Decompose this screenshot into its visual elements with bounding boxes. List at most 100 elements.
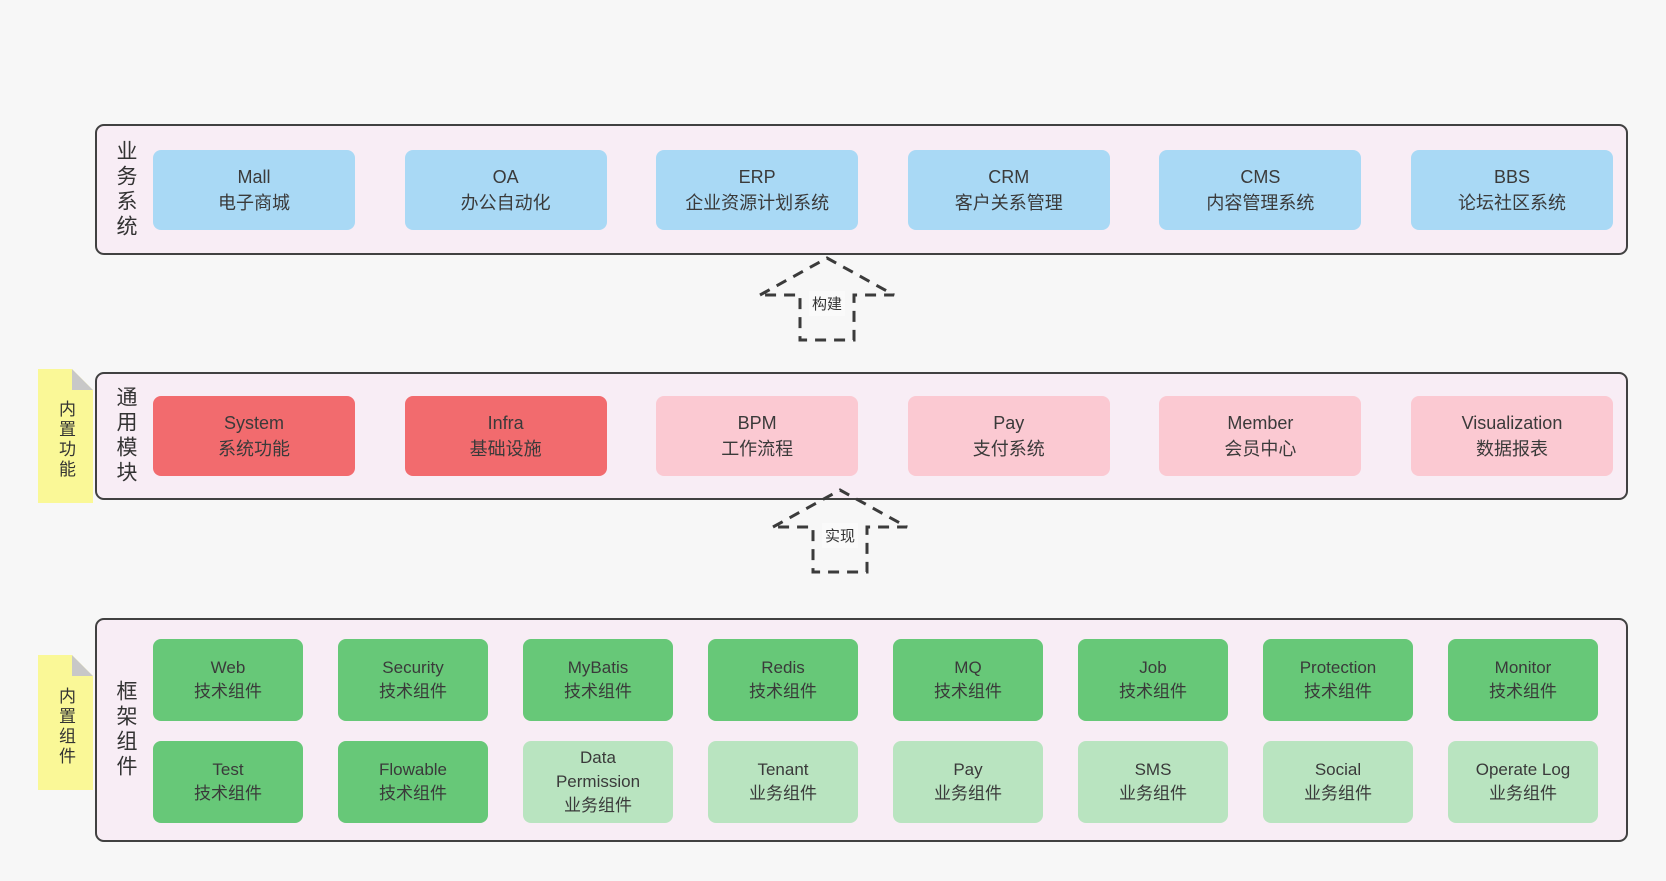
layer-business-systems: 业务系统 Mall 电子商城 OA 办公自动化 ERP 企业资源计划系统 CRM 客户关系管理… — [95, 124, 1628, 255]
layer-label-text: 框架组件 — [114, 680, 137, 780]
up-arrow-icon — [759, 256, 895, 342]
box-cms: CMS 内容管理系统 — [1159, 149, 1362, 230]
box-title: Mall — [237, 166, 271, 187]
box-title: OA — [492, 166, 519, 187]
box-title: Protection — [1299, 658, 1377, 677]
box-title: Monitor — [1494, 658, 1552, 677]
box-title: BBS — [1493, 166, 1530, 187]
box-subtitle: 企业资源计划系统 — [685, 192, 830, 213]
box-title: MQ — [954, 658, 982, 677]
box-mybatis: MyBatis 技术组件 — [523, 639, 673, 721]
note-fold-corner — [72, 369, 93, 390]
box-subtitle: 数据报表 — [1475, 439, 1548, 459]
box-title: Member — [1227, 413, 1294, 433]
box-subtitle: 工作流程 — [721, 439, 794, 459]
business-boxes: Mall 电子商城 OA 办公自动化 ERP 企业资源计划系统 CRM 客户关系管理 CMS 内容… — [153, 126, 1626, 253]
box-title: ERP — [738, 166, 776, 187]
arrow-build-label: 构建 — [808, 291, 846, 316]
box-title: CMS — [1240, 166, 1281, 187]
box-mall: Mall 电子商城 — [153, 149, 355, 230]
box-title: Operate Log — [1475, 760, 1571, 779]
box-subtitle: 业务组件 — [749, 784, 817, 803]
box-subtitle: 技术组件 — [194, 784, 262, 803]
box-title: Infra — [487, 413, 524, 433]
box-subtitle: 客户关系管理 — [954, 192, 1063, 213]
box-title: Pay — [993, 413, 1025, 433]
note-text: 内置组件 — [56, 686, 75, 767]
box-mq: MQ 技术组件 — [893, 639, 1043, 721]
layer-label-text: 通用模块 — [114, 386, 137, 486]
box-subtitle: 业务组件 — [1304, 784, 1372, 803]
box-title: Job — [1139, 658, 1167, 677]
box-member: Member 会员中心 — [1159, 396, 1362, 476]
layer-components-label: 框架组件 — [97, 620, 153, 840]
box-title: Pay — [953, 760, 983, 779]
modules-boxes: System 系统功能 Infra 基础设施 BPM 工作流程 Pay 支付系统 Member 会… — [153, 374, 1626, 498]
box-pay: Pay 支付系统 — [907, 396, 1110, 476]
box-oa: OA 办公自动化 — [404, 149, 607, 230]
box-title: MyBatis — [567, 658, 629, 677]
box-data-permission: Data Permission 业务组件 — [523, 741, 673, 823]
box-subtitle: 技术组件 — [749, 682, 817, 701]
arrow-implement: 实现 — [770, 487, 910, 575]
box-subtitle: 技术组件 — [564, 682, 632, 701]
box-title: Redis — [761, 658, 805, 677]
layer-modules-label: 通用模块 — [97, 374, 153, 498]
box-subtitle: 内容管理系统 — [1206, 192, 1315, 213]
box-subtitle: 技术组件 — [1304, 682, 1372, 701]
box-title: BPM — [737, 413, 777, 433]
box-subtitle: 电子商城 — [218, 192, 290, 213]
box-title: Visualization — [1461, 413, 1563, 433]
box-web: Web 技术组件 — [153, 639, 303, 721]
box-bbs: BBS 论坛社区系统 — [1410, 149, 1613, 230]
arrow-build: 构建 — [757, 255, 897, 343]
box-title: System — [223, 413, 284, 433]
layer-business-label: 业务系统 — [97, 126, 153, 253]
box-title: Web — [210, 658, 246, 677]
box-subtitle: 基础设施 — [469, 439, 542, 459]
box-title: CRM — [988, 166, 1030, 187]
box-subtitle: 会员中心 — [1224, 439, 1297, 459]
box-visualization: Visualization 数据报表 — [1410, 396, 1613, 476]
box-subtitle: 技术组件 — [934, 682, 1002, 701]
box-title: Data Permission — [555, 748, 641, 791]
box-crm: CRM 客户关系管理 — [907, 149, 1110, 230]
layer-common-modules: 通用模块 System 系统功能 Infra 基础设施 BPM 工作流程 Pay 支付系统 Me… — [95, 372, 1628, 500]
box-subtitle: 技术组件 — [379, 682, 447, 701]
box-subtitle: 系统功能 — [218, 439, 290, 459]
box-subtitle: 技术组件 — [194, 682, 262, 701]
arrow-implement-label: 实现 — [821, 523, 859, 548]
box-subtitle: 办公自动化 — [460, 192, 551, 213]
box-bpm: BPM 工作流程 — [656, 396, 859, 476]
note-fold-corner — [72, 655, 93, 676]
box-redis: Redis 技术组件 — [708, 639, 858, 721]
layer-label-text: 业务系统 — [114, 139, 137, 240]
box-title: Social — [1314, 760, 1362, 779]
box-title: Security — [382, 658, 444, 677]
box-subtitle: 论坛社区系统 — [1457, 192, 1566, 213]
box-subtitle: 业务组件 — [934, 784, 1002, 803]
box-social: Social 业务组件 — [1263, 741, 1413, 823]
box-subtitle: 业务组件 — [1119, 784, 1187, 803]
box-subtitle: 技术组件 — [379, 784, 447, 803]
box-subtitle: 支付系统 — [972, 439, 1045, 459]
up-arrow-icon — [772, 488, 908, 574]
box-infra: Infra 基础设施 — [404, 396, 607, 476]
box-pay: Pay 业务组件 — [893, 741, 1043, 823]
box-flowable: Flowable 技术组件 — [338, 741, 488, 823]
sticky-note-builtin-components: 内置组件 — [38, 655, 93, 790]
box-subtitle: 业务组件 — [564, 796, 632, 815]
box-protection: Protection 技术组件 — [1263, 639, 1413, 721]
box-title: Flowable — [378, 760, 448, 779]
box-security: Security 技术组件 — [338, 639, 488, 721]
sticky-note-builtin-functions: 内置功能 — [38, 369, 93, 503]
